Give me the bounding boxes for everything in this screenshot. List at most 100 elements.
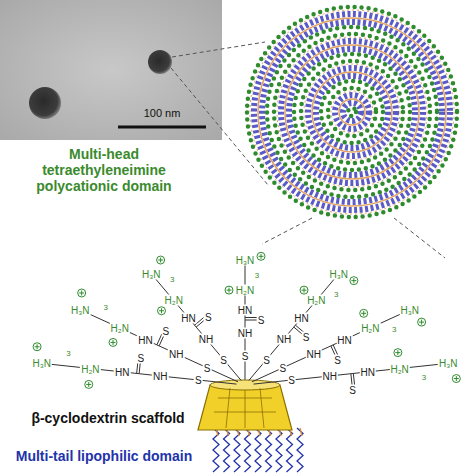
alkyl-tail [224,428,230,472]
sulfur-atom: S [278,362,287,373]
head-group-ring [247,7,457,217]
charge-symbol [225,286,233,294]
head-group-ring [321,81,383,143]
charge-symbol [419,320,424,325]
alkyl-tail [297,428,303,472]
scaffold-label: β-cyclodextrin scaffold [31,410,184,426]
sulfur-atom: S [161,326,170,337]
charge-symbol [158,258,163,263]
arm-bond [80,310,238,382]
alkyl-tail [266,428,272,472]
ammonium-group: H₂N [164,295,184,306]
thiocarbonyl-bond [245,320,257,321]
ammonium-group: H₃N [70,304,91,315]
ammonium-group: H₂N [80,363,100,374]
linker-ring [277,37,427,187]
cyclodextrin-cone [198,385,292,430]
head-group-ring [328,88,376,136]
linker-ring [250,10,454,214]
sulfur-atom: S [241,351,250,362]
charge-symbol [452,375,460,383]
lipid-tails-ring [289,49,415,175]
cyclodextrin-rim [210,380,280,390]
charge-symbol [394,349,402,357]
charge-symbol [158,307,166,315]
amine-group: HN [180,312,196,323]
charge-symbol [78,289,86,297]
head-group-ring [294,54,410,170]
zoom-line [172,42,265,57]
alkyl-tail [213,428,219,472]
charge-symbol [157,256,165,264]
lipid-tails-ring [308,68,396,156]
domain-label: Multi-head tetraethyleneimine polycation… [9,146,199,194]
charge-symbol [360,309,368,317]
amine-group: NH [276,333,292,344]
thiocarbonyl-bond [137,362,138,374]
amine-group: NH [198,333,214,344]
amine-group: NH [168,348,184,359]
scale-label: 100 nm [144,107,181,120]
charge-symbol [302,288,307,293]
amine-group: NH [152,371,168,382]
sulfur-atom: S [302,332,311,343]
amine-group: NH [305,348,321,359]
repeat-number: 3 [391,326,397,335]
charge-symbol [259,254,264,259]
zoom-line [262,218,312,244]
lipid-tails-ring [262,22,442,202]
thiocarbonyl-bond [139,362,140,374]
charge-symbol [35,344,40,349]
arm-bond [249,274,339,381]
amine-group: HN [137,334,153,345]
core-ring [258,18,446,206]
charge-symbol [350,277,358,285]
ammonium-group: H₃N [328,268,349,279]
arm-bond [151,274,241,381]
head-group-ring [274,34,430,190]
core-ring [312,72,392,152]
ammonium-group: H₃N [400,304,421,315]
tem-image [0,0,222,140]
sulfur-atom: S [194,375,203,386]
lipophilic-tails [213,428,303,472]
head-group-ring [267,27,437,197]
charge-symbol [227,288,232,293]
amine-group: HN [237,304,253,315]
repeat-number: 3 [254,271,260,280]
amine-group: HN [293,312,309,323]
cyclodextrin-ring-lines [214,388,276,428]
amine-group: NH [237,328,253,339]
alkyl-tail [234,428,240,472]
sulfur-atom: S [203,362,212,373]
lipid-tails-ring [335,95,369,129]
linker-ring [331,91,373,133]
charge-symbol [109,338,117,346]
lipid-tails-ring [281,41,423,183]
charge-symbol [33,343,41,351]
charge-symbol [361,311,366,316]
repeat-number: 3 [169,276,175,285]
amine-group: HN [360,366,376,377]
repeat-number: 3 [102,304,108,313]
arm-bond [252,310,410,382]
domain-label: Multi-tail lipophilic domain [16,448,193,464]
repeat-number: 3 [421,374,427,383]
vesicle-ground [243,3,461,221]
sulfur-atom: S [348,384,357,395]
ammonium-group: H₂N [306,295,326,306]
charge-symbol [418,318,426,326]
scale-bar [118,126,206,129]
charge-symbol [86,382,91,387]
alkyl-tail [276,428,282,472]
charge-symbol [85,380,93,388]
sulfur-atom: S [287,375,296,386]
vesicle-particle [29,87,61,119]
ammonium-group: H₃N [438,358,459,369]
lipid-tails-ring [316,76,388,148]
sulfur-atom: S [262,354,271,365]
repeat-number: 3 [65,350,71,359]
charge-symbol [351,278,356,283]
